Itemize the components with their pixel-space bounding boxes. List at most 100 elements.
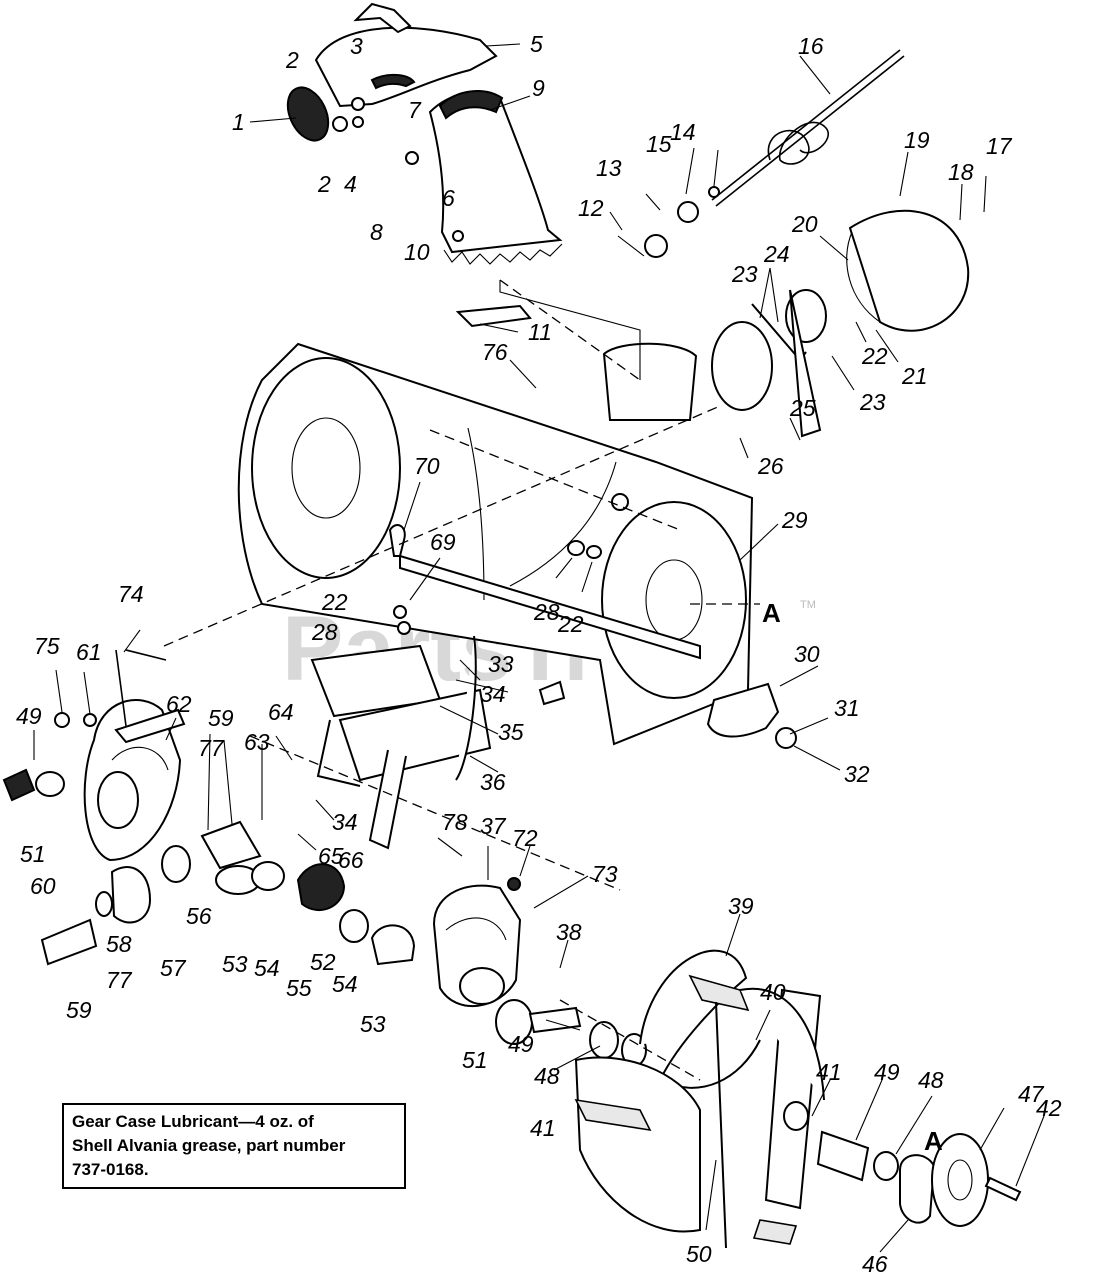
section-marker-a-top: A [762, 598, 781, 628]
callout-11: 11 [528, 319, 552, 345]
leader-lines [33, 43, 1045, 1253]
callout-46: 46 [862, 1251, 888, 1277]
callout-50: 50 [686, 1241, 712, 1267]
callout-12: 12 [578, 195, 604, 221]
callout-75: 75 [34, 633, 60, 659]
callout-8: 8 [370, 219, 383, 245]
callout-42: 42 [1036, 1095, 1062, 1121]
callout-41: 41 [816, 1059, 842, 1085]
callout-62: 62 [166, 691, 192, 717]
callout-51: 51 [462, 1047, 488, 1073]
callout-9: 9 [532, 75, 545, 101]
shear-bolts-bearings [54, 493, 629, 728]
callout-54: 54 [254, 955, 280, 981]
callout-39: 39 [728, 893, 754, 919]
callout-58: 58 [106, 931, 132, 957]
callout-3: 3 [350, 33, 363, 59]
callout-70: 70 [414, 453, 440, 479]
callout-38: 38 [556, 919, 582, 945]
callout-1: 1 [232, 109, 245, 135]
callout-65: 65 [318, 843, 344, 869]
callout-19: 19 [904, 127, 930, 153]
callout-28: 28 [533, 599, 560, 625]
callout-36: 36 [480, 769, 506, 795]
callout-22: 22 [321, 589, 348, 615]
callout-16: 16 [798, 33, 824, 59]
callout-49: 49 [16, 703, 42, 729]
callout-31: 31 [834, 695, 860, 721]
chute-deflector [314, 2, 498, 108]
callout-49: 49 [874, 1059, 900, 1085]
callout-47: 47 [1018, 1081, 1045, 1107]
callout-5: 5 [530, 31, 543, 57]
impeller-drive-parts [711, 209, 970, 438]
callout-63: 63 [244, 729, 270, 755]
callout-64: 64 [268, 699, 294, 725]
callout-60: 60 [30, 873, 56, 899]
callout-74: 74 [118, 581, 144, 607]
callout-4: 4 [344, 171, 357, 197]
callout-26: 26 [757, 453, 784, 479]
callout-21: 21 [901, 363, 928, 389]
callout-2: 2 [285, 47, 299, 73]
callout-53: 53 [222, 951, 248, 977]
callout-17: 17 [986, 133, 1013, 159]
skid-shoe [538, 680, 797, 749]
trademark: TM [800, 599, 816, 611]
callout-13: 13 [596, 155, 622, 181]
callout-25: 25 [789, 395, 816, 421]
callout-72: 72 [512, 825, 538, 851]
alignment-lines [163, 279, 760, 1081]
callout-22: 22 [861, 343, 888, 369]
callout-15: 15 [646, 131, 672, 157]
section-marker-a-bottom: A [924, 1126, 943, 1156]
callout-41: 41 [530, 1115, 556, 1141]
callout-29: 29 [781, 507, 808, 533]
callout-23: 23 [731, 261, 758, 287]
callout-24: 24 [763, 241, 790, 267]
callout-54: 54 [332, 971, 358, 997]
callout-61: 61 [76, 639, 102, 665]
auger [574, 949, 825, 1249]
callout-78: 78 [442, 809, 468, 835]
callout-48: 48 [918, 1067, 944, 1093]
callout-20: 20 [791, 211, 818, 237]
note-line-1: Gear Case Lubricant—4 oz. of [72, 1112, 314, 1131]
callout-52: 52 [310, 949, 336, 975]
callout-57: 57 [160, 955, 187, 981]
gear-case-left [2, 699, 186, 862]
auger-drive-shaft [617, 49, 905, 258]
callout-49: 49 [508, 1031, 534, 1057]
callout-48: 48 [534, 1063, 560, 1089]
callout-33: 33 [488, 651, 514, 677]
callout-53: 53 [360, 1011, 386, 1037]
callout-51: 51 [20, 841, 46, 867]
callout-66: 66 [338, 847, 364, 873]
callout-18: 18 [948, 159, 974, 185]
callout-77: 77 [106, 967, 133, 993]
upper-chute [405, 90, 563, 265]
callout-32: 32 [844, 761, 870, 787]
callout-37: 37 [480, 813, 507, 839]
impeller [310, 635, 492, 850]
callout-59: 59 [208, 705, 234, 731]
callout-77: 77 [198, 735, 225, 761]
callout-34: 34 [332, 809, 358, 835]
callout-76: 76 [482, 339, 508, 365]
note-line-3: 737-0168. [72, 1160, 149, 1179]
auger-housing [237, 342, 754, 746]
chute-base-clamp [455, 304, 532, 328]
callout-2: 2 [317, 171, 331, 197]
callout-73: 73 [592, 861, 618, 887]
chute-handle-knob [286, 86, 365, 142]
callout-40: 40 [760, 979, 786, 1005]
callout-22: 22 [557, 611, 584, 637]
callout-10: 10 [404, 239, 430, 265]
lubricant-note: Gear Case Lubricant—4 oz. of Shell Alvan… [62, 1103, 406, 1189]
gear-train [40, 820, 416, 966]
callout-35: 35 [498, 719, 524, 745]
callout-55: 55 [286, 975, 312, 1001]
callout-69: 69 [430, 529, 456, 555]
